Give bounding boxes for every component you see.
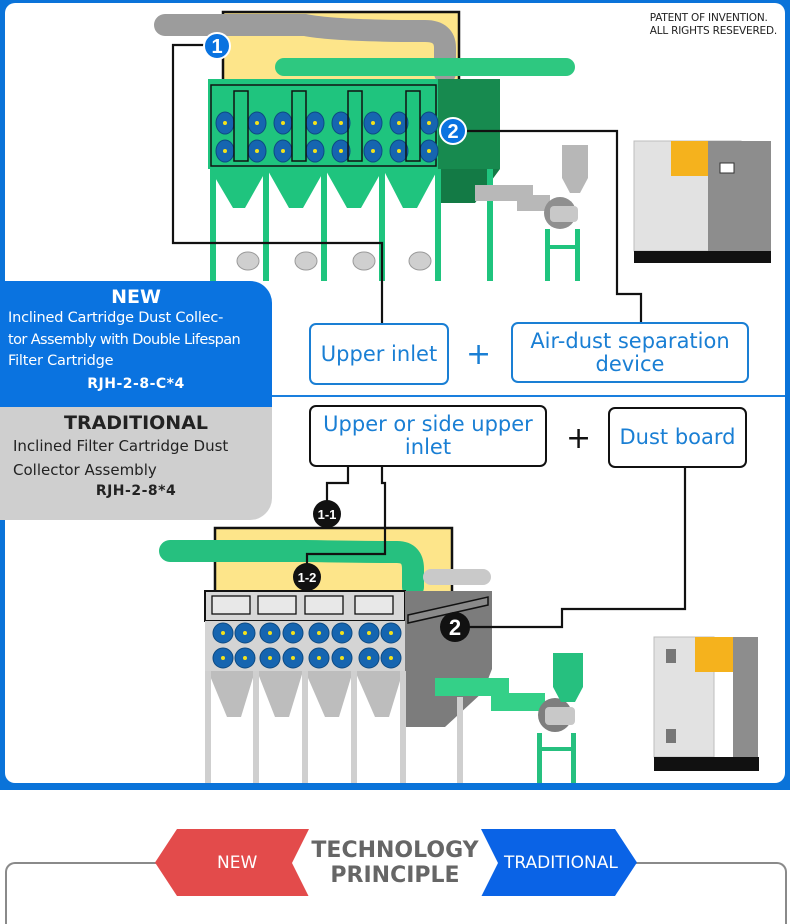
- comparison-frame: PATENT OF INVENTION. ALL RIGHTS RESEVERE…: [0, 0, 790, 790]
- new-description-line-2: tor Assembly with Double Lifespan: [8, 331, 241, 348]
- feature-air-dust-line-1: Air-dust separation: [530, 328, 730, 353]
- tab-traditional[interactable]: TRADITIONAL: [470, 829, 637, 896]
- traditional-description-line-2: Collector Assembly: [13, 461, 157, 479]
- discharge-valves: [236, 251, 432, 271]
- marker-1-2: 1-2: [293, 563, 321, 591]
- svg-text:1-1: 1-1: [318, 507, 337, 522]
- new-title: NEW: [111, 286, 161, 308]
- callout-line-1-2: [305, 467, 387, 569]
- callout-line-dust-board: [465, 467, 687, 629]
- new-description-line-1: Inclined Cartridge Dust Collec-: [8, 310, 224, 326]
- feature-upper-inlet: Upper inlet: [309, 323, 449, 385]
- new-model-card: NEW Inclined Cartridge Dust Collec- tor …: [0, 281, 272, 407]
- comparison-panel: PATENT OF INVENTION. ALL RIGHTS RESEVERE…: [5, 3, 785, 783]
- feature-dust-board: Dust board: [608, 407, 747, 468]
- callout-line-1-1: [325, 467, 350, 505]
- control-cabinet-icon: [653, 636, 759, 771]
- inlet-pipe-icon: [154, 14, 456, 84]
- badge-line-2: PRINCIPLE: [330, 863, 460, 888]
- technology-principle-badge-bg: [292, 823, 498, 903]
- svg-text:1-2: 1-2: [298, 570, 317, 585]
- feature-air-dust-separation: Air-dust separation device: [511, 322, 749, 383]
- tab-new-label: NEW: [217, 852, 258, 873]
- support-legs: [205, 671, 463, 783]
- separator-slots: [233, 90, 421, 162]
- marker-1: 1: [203, 32, 231, 60]
- hoppers: [210, 169, 438, 208]
- traditional-model-number: RJH-2-8*4: [95, 483, 177, 499]
- support-legs: [210, 169, 493, 281]
- feature-dust-board-label: Dust board: [619, 425, 736, 449]
- feature-upper-side-line-2: inlet: [404, 435, 452, 459]
- badge-line-1: TECHNOLOGY: [311, 838, 479, 863]
- callout-line-separator: [465, 129, 643, 325]
- new-dust-collector-illustration: 1 2: [154, 10, 771, 325]
- marker-2: 2: [439, 117, 467, 145]
- section-divider: [5, 395, 785, 397]
- inlet-pipe-icon: [159, 540, 424, 598]
- outlet-duct-icon: [475, 185, 550, 211]
- feature-upper-inlet-label: Upper inlet: [320, 341, 438, 366]
- technology-principle-badge: TECHNOLOGY PRINCIPLE: [292, 823, 498, 903]
- marker-1-1: 1-1: [313, 500, 341, 528]
- control-cabinet-icon: [633, 140, 771, 263]
- copyright-line-1: PATENT OF INVENTION.: [649, 12, 768, 24]
- new-model-number: RJH-2-8-C*4: [87, 375, 185, 392]
- filter-cartridges: [212, 622, 402, 669]
- tab-traditional-label: TRADITIONAL: [504, 852, 618, 873]
- traditional-dust-collector-illustration: 1-1 1-2 2: [159, 467, 759, 783]
- feature-upper-side-line-1: Upper or side upper: [323, 412, 533, 436]
- marker-2: 2: [440, 612, 470, 642]
- hopper-cyclone-icon: [553, 653, 583, 702]
- plus-icon: +: [466, 337, 492, 372]
- copyright-notice: PATENT OF INVENTION. ALL RIGHTS RESEVERE…: [650, 12, 777, 38]
- outlet-duct-icon: [435, 678, 545, 711]
- copyright-line-2: ALL RIGHTS RESEVERED.: [649, 25, 777, 37]
- callout-line-inlet: [171, 43, 384, 325]
- header-pipe-icon: [275, 58, 575, 76]
- new-description-line-3: Filter Cartridge: [8, 353, 114, 369]
- traditional-model-card: TRADITIONAL Inclined Filter Cartridge Du…: [0, 398, 272, 520]
- new-description: Inclined Cartridge Dust Collec- tor Asse…: [0, 308, 272, 373]
- svg-text:1: 1: [211, 36, 222, 58]
- traditional-description-line-1: Inclined Filter Cartridge Dust: [13, 437, 229, 455]
- svg-text:2: 2: [449, 615, 461, 640]
- traditional-description: Inclined Filter Cartridge Dust Collector…: [0, 434, 272, 482]
- feature-upper-side-inlet: Upper or side upper inlet: [309, 405, 547, 467]
- plus-icon: +: [566, 421, 592, 456]
- traditional-title: TRADITIONAL: [63, 412, 209, 434]
- hoppers: [208, 671, 403, 717]
- svg-text:2: 2: [447, 121, 458, 143]
- feature-air-dust-line-2: device: [595, 351, 665, 376]
- filter-cartridges: [215, 111, 439, 163]
- hopper-cyclone-icon: [562, 145, 588, 193]
